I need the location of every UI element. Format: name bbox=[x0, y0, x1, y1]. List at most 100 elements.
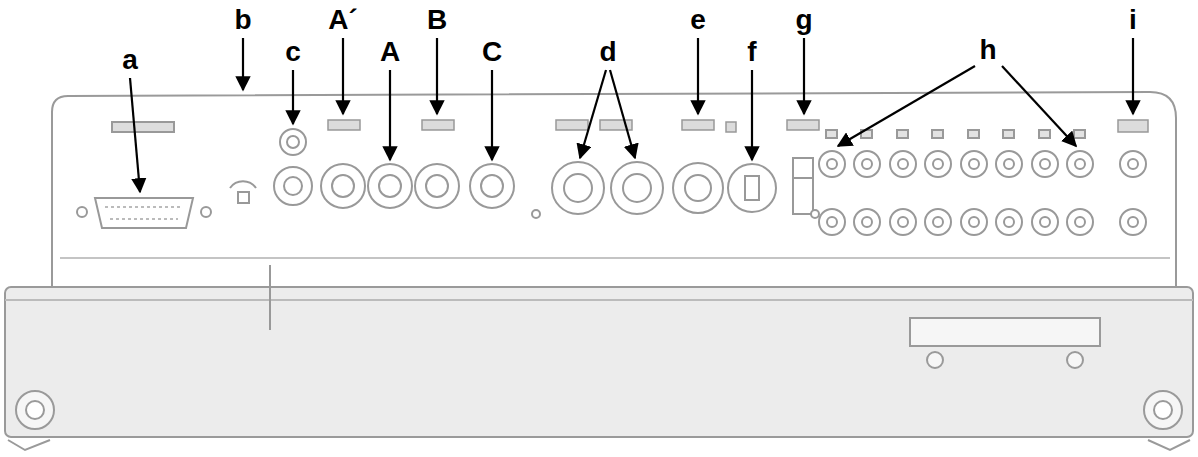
slot-markings bbox=[1118, 120, 1148, 132]
round-connectors bbox=[415, 164, 459, 208]
round-connectors bbox=[284, 177, 302, 195]
control-knob bbox=[230, 129, 306, 203]
round-connectors bbox=[470, 164, 514, 208]
bnc-connectors bbox=[1004, 217, 1014, 227]
round-connectors bbox=[552, 162, 604, 214]
leader-arrows bbox=[436, 38, 438, 114]
bnc-connectors bbox=[969, 217, 979, 227]
bnc-connectors bbox=[961, 209, 987, 235]
leader-arrows bbox=[292, 70, 294, 124]
bnc-connectors bbox=[827, 217, 837, 227]
round-connectors bbox=[321, 164, 365, 208]
bnc-connectors bbox=[1120, 209, 1146, 235]
bnc-connectors bbox=[1040, 159, 1050, 169]
front-bar bbox=[269, 265, 271, 330]
front-bar bbox=[16, 391, 54, 429]
round-connectors bbox=[564, 174, 592, 202]
bnc-connectors bbox=[898, 217, 908, 227]
bnc-connectors bbox=[1039, 130, 1050, 138]
bnc-connectors bbox=[1003, 130, 1014, 138]
slot-markings bbox=[556, 120, 588, 130]
round-connectors bbox=[368, 164, 412, 208]
callout-letter: d bbox=[599, 36, 616, 68]
leader-arrows bbox=[803, 38, 805, 114]
control-knob bbox=[230, 181, 256, 188]
callout-letter: f bbox=[747, 36, 756, 68]
callout-letter: B bbox=[427, 4, 447, 36]
bnc-connectors bbox=[826, 130, 837, 138]
round-connectors bbox=[532, 210, 540, 218]
dsub-connector bbox=[77, 207, 87, 217]
round-connectors bbox=[611, 162, 663, 214]
bnc-connectors bbox=[1032, 151, 1058, 177]
bnc-connectors bbox=[1075, 159, 1085, 169]
bnc-connectors bbox=[1040, 217, 1050, 227]
callout-letter: A´ bbox=[328, 4, 358, 36]
round-connectors bbox=[623, 174, 651, 202]
round-connectors bbox=[426, 175, 448, 197]
bnc-connectors bbox=[969, 159, 979, 169]
round-connectors bbox=[379, 175, 401, 197]
round-connectors bbox=[728, 164, 776, 212]
bnc-connectors bbox=[890, 209, 916, 235]
bnc-connectors bbox=[854, 151, 880, 177]
bnc-connectors bbox=[827, 159, 837, 169]
callout-letter: C bbox=[482, 36, 502, 68]
housing bbox=[60, 257, 1170, 259]
front-bar bbox=[1148, 440, 1190, 450]
bnc-connectors bbox=[925, 151, 951, 177]
leader-arrows bbox=[491, 70, 493, 160]
callout-letter: g bbox=[795, 4, 812, 36]
leader-arrows bbox=[1002, 66, 1076, 146]
bnc-connectors bbox=[1074, 130, 1085, 138]
slot-markings bbox=[422, 120, 454, 130]
callout-letter: A bbox=[380, 36, 400, 68]
bnc-connectors bbox=[1067, 151, 1093, 177]
round-connectors bbox=[274, 167, 312, 205]
bnc-connectors bbox=[925, 209, 951, 235]
round-connectors bbox=[685, 175, 711, 201]
bnc-connectors bbox=[862, 159, 872, 169]
bnc-connectors bbox=[1120, 151, 1146, 177]
front-bar bbox=[5, 287, 1193, 437]
leader-arrows bbox=[242, 38, 244, 90]
bnc-connectors bbox=[968, 130, 979, 138]
front-bar bbox=[910, 318, 1100, 346]
front-bar bbox=[5, 299, 1193, 301]
round-connectors bbox=[745, 176, 759, 200]
slot-markings bbox=[726, 122, 736, 132]
callout-letter: c bbox=[285, 36, 301, 68]
bnc-connectors bbox=[1004, 159, 1014, 169]
callout-letter: e bbox=[690, 4, 706, 36]
leader-arrows bbox=[697, 38, 699, 114]
front-bar bbox=[1144, 391, 1182, 429]
bnc-connectors bbox=[862, 217, 872, 227]
callout-letter: h bbox=[979, 34, 996, 66]
bnc-connectors bbox=[933, 217, 943, 227]
leader-arrows bbox=[610, 70, 635, 158]
bnc-connectors bbox=[897, 130, 908, 138]
dsub-connector bbox=[77, 122, 211, 228]
bnc-connectors bbox=[1032, 209, 1058, 235]
leader-arrows bbox=[389, 70, 391, 160]
bnc-connectors bbox=[932, 130, 943, 138]
slot-markings bbox=[328, 120, 360, 130]
bnc-connectors bbox=[819, 151, 845, 177]
dsub-connector bbox=[112, 122, 174, 132]
slot-markings bbox=[787, 120, 819, 130]
slot-markings bbox=[328, 120, 1148, 132]
front-bar bbox=[1067, 352, 1083, 368]
bnc-connectors bbox=[996, 151, 1022, 177]
leader-arrows bbox=[838, 66, 975, 146]
round-connectors bbox=[793, 158, 813, 214]
bnc-connectors bbox=[898, 159, 908, 169]
bnc-connectors bbox=[1128, 159, 1138, 169]
housing bbox=[52, 92, 1176, 287]
round-connectors bbox=[481, 175, 503, 197]
housing bbox=[52, 92, 1176, 287]
front-bar bbox=[1154, 401, 1172, 419]
bnc-connectors bbox=[854, 209, 880, 235]
